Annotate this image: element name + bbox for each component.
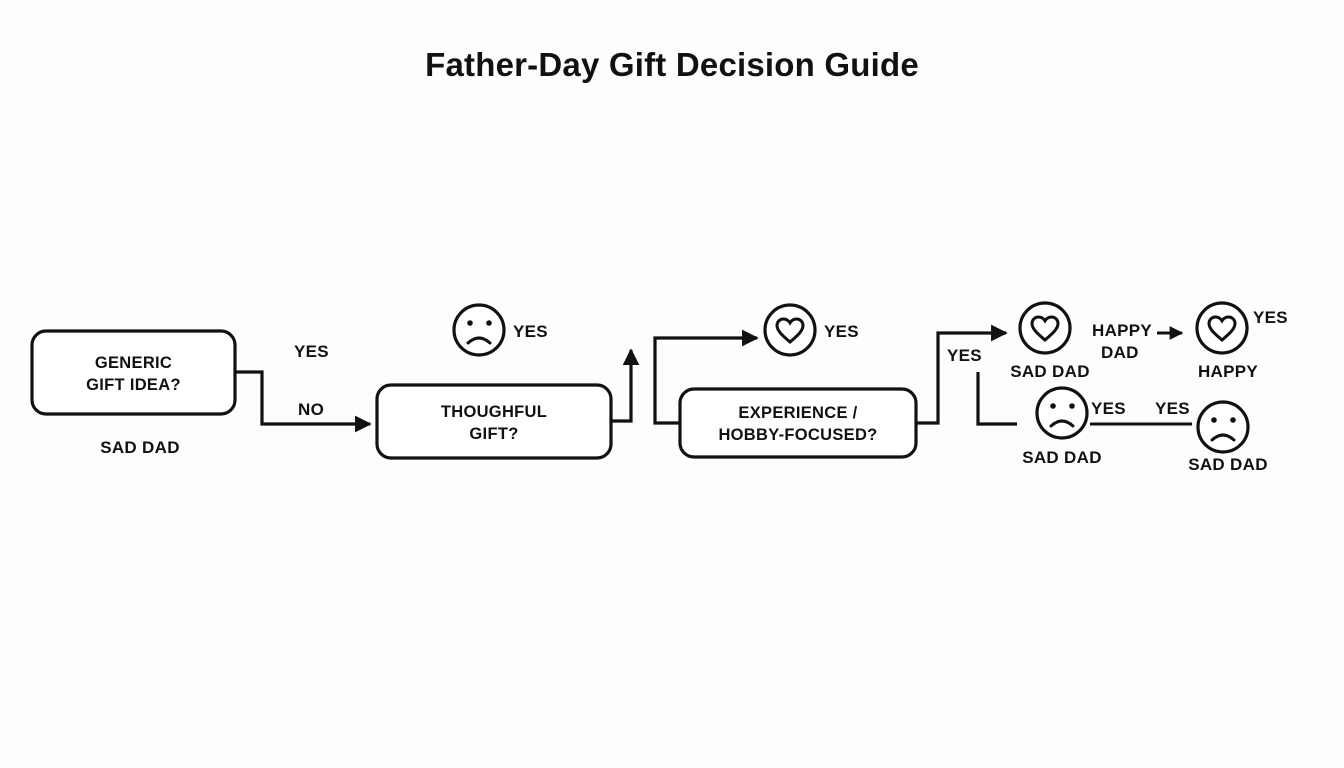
heart-circle-icon[interactable] [1195,301,1249,355]
sad-face-icon[interactable] [1196,400,1250,454]
icon-node-sad-face-right[interactable]: YES SAD DAD [1155,399,1268,474]
sad-face-icon[interactable] [1035,386,1089,440]
icon-caption-heart-happy: HAPPY [1198,362,1258,381]
icon-label-heart-happy: YES [1253,308,1288,327]
node-experience-hobby-focused-shape[interactable] [678,387,918,459]
icon-label-sad-face-mid: YES [1091,399,1126,418]
node-generic-gift-idea-line2: GIFT IDEA? [86,376,181,394]
icon-node-heart-happy[interactable]: YES HAPPY [1195,301,1288,381]
node-experience-hobby-focused-line1: EXPERIENCE / [738,404,857,422]
node-experience-hobby-focused[interactable]: EXPERIENCE / HOBBY-FOCUSED? [678,387,918,459]
icon-label-sad-face-above-thoughful: YES [513,322,548,341]
node-thoughful-gift-line1: THOUGHFUL [441,403,547,421]
node-generic-gift-idea[interactable]: GENERIC GIFT IDEA? SAD DAD [30,329,237,457]
edge-label-yes-top-left: YES [294,342,329,361]
icon-node-sad-face-above-thoughful[interactable]: YES [452,303,548,357]
sad-face-icon[interactable] [452,303,506,357]
node-generic-gift-idea-shape[interactable] [30,329,237,416]
edge-label-happy-dad: HAPPY DAD [1092,321,1152,362]
connector-experience-right-branch [916,324,1017,426]
connector-thoughful-up [611,348,640,423]
icon-label-heart-above-experience: YES [824,322,859,341]
heart-circle-icon[interactable] [1018,301,1072,355]
icon-caption-heart-sad-dad: SAD DAD [1010,362,1090,381]
node-generic-gift-idea-line1: GENERIC [95,354,172,372]
connector-generic-to-thoughful [235,370,372,433]
edge-label-yes-right-branch: YES [947,346,982,365]
icon-node-heart-sad-dad[interactable]: SAD DAD [1010,301,1090,381]
edge-label-happy-dad-line1: HAPPY [1092,321,1152,340]
node-thoughful-gift-shape[interactable] [375,383,613,460]
edge-label-happy-dad-line2: DAD [1101,343,1139,362]
page-title: Father-Day Gift Decision Guide [425,46,919,83]
icon-caption-sad-face-mid: SAD DAD [1022,448,1102,467]
connector-experience-to-heart [653,329,759,425]
node-experience-hobby-focused-line2: HOBBY-FOCUSED? [718,426,877,444]
edge-label-no-left: NO [298,400,324,419]
icon-node-sad-face-mid[interactable]: YES SAD DAD [1022,386,1126,467]
icon-node-heart-above-experience[interactable]: YES [763,303,859,357]
icon-caption-sad-face-right: SAD DAD [1188,455,1268,474]
node-thoughful-gift-line2: GIFT? [469,425,518,443]
node-thoughful-gift[interactable]: THOUGHFUL GIFT? [375,383,613,460]
icon-label-sad-face-right: YES [1155,399,1190,418]
node-generic-gift-idea-caption: SAD DAD [100,438,180,457]
heart-circle-icon[interactable] [763,303,817,357]
